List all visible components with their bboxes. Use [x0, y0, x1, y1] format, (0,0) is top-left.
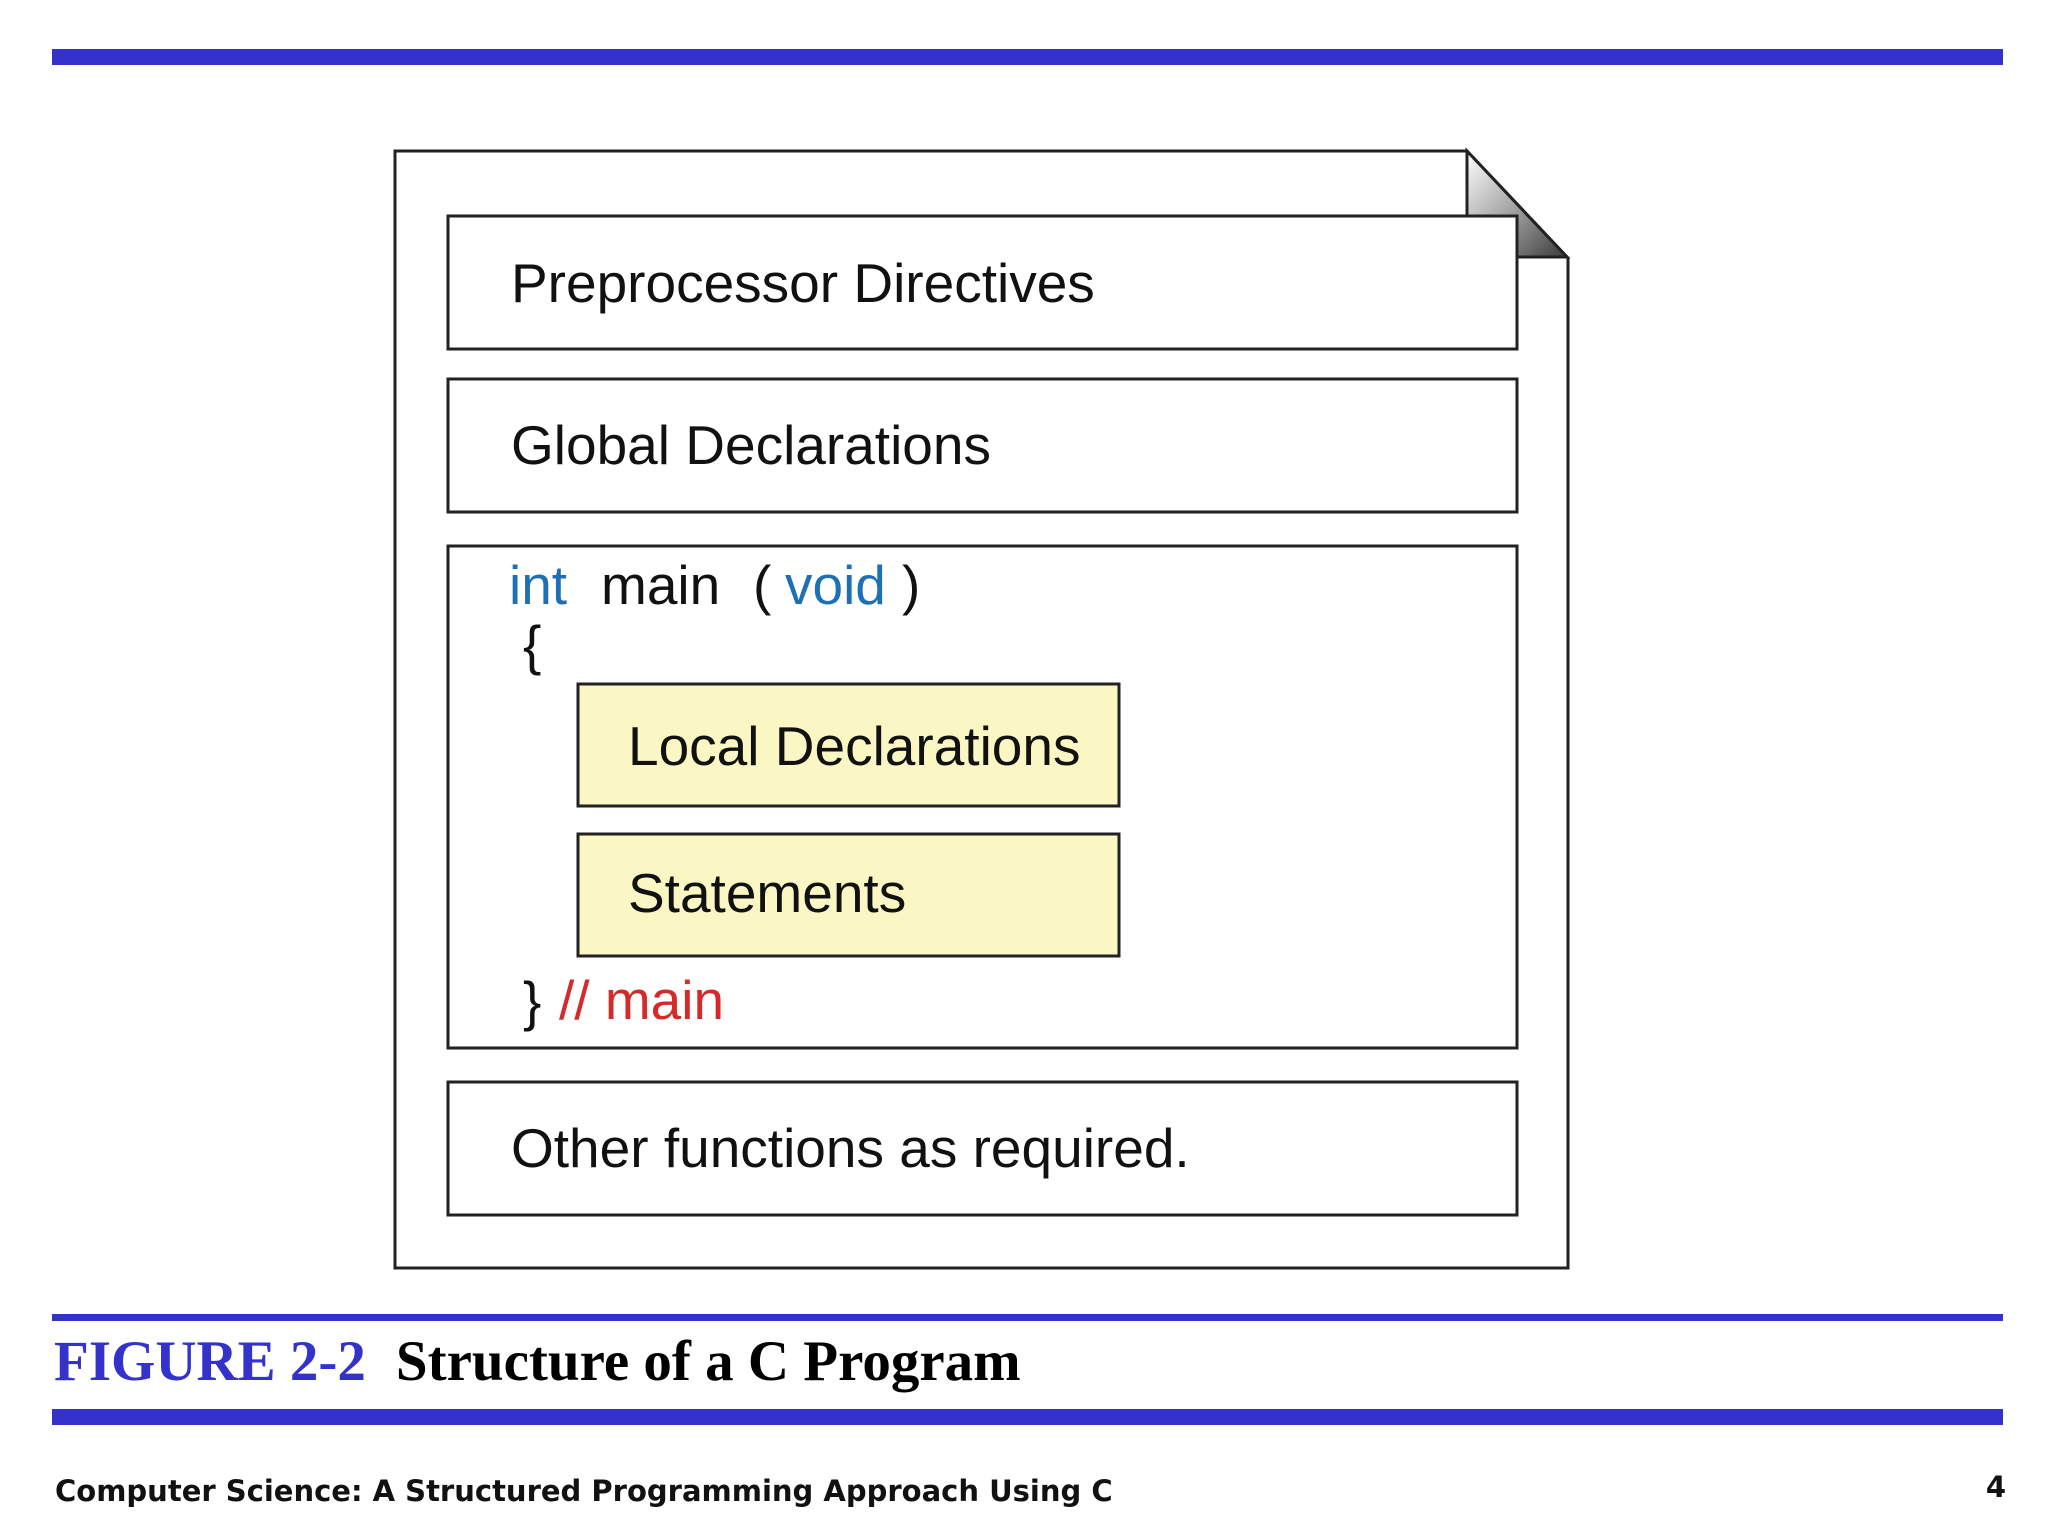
open-brace: {: [523, 614, 541, 676]
figure-caption: FIGURE 2-2 Structure of a C Program: [54, 1322, 1021, 1402]
keyword-int: int: [509, 554, 567, 616]
other-functions-box: [446, 1080, 1519, 1217]
statements-box: [576, 832, 1121, 958]
top-rule: [52, 49, 2003, 65]
figure-number: FIGURE 2-2: [54, 1330, 366, 1393]
global-declarations-label: Global Declarations: [511, 414, 991, 476]
caption-rule-top: [52, 1314, 2003, 1321]
global-declarations-box: [446, 377, 1519, 514]
preprocessor-label: Preprocessor Directives: [511, 252, 1095, 314]
caption-rule-bottom: [52, 1409, 2003, 1425]
main-comment: // main: [559, 969, 724, 1031]
local-declarations-label: Local Declarations: [628, 715, 1080, 777]
page-number: 4: [1985, 1470, 2006, 1504]
function-name-main: main: [601, 554, 720, 616]
statements-label: Statements: [628, 862, 906, 924]
footer-book-title: Computer Science: A Structured Programmi…: [55, 1474, 1113, 1508]
preprocessor-box: [446, 214, 1519, 351]
open-paren: (: [753, 554, 771, 616]
close-paren: ): [902, 554, 920, 616]
keyword-void: void: [785, 554, 886, 616]
close-brace: }: [523, 970, 541, 1032]
figure-title: Structure of a C Program: [395, 1330, 1021, 1393]
other-functions-label: Other functions as required.: [511, 1117, 1190, 1179]
program-structure-diagram: Preprocessor Directives Global Declarati…: [393, 147, 1571, 1270]
local-declarations-box: [576, 682, 1121, 808]
